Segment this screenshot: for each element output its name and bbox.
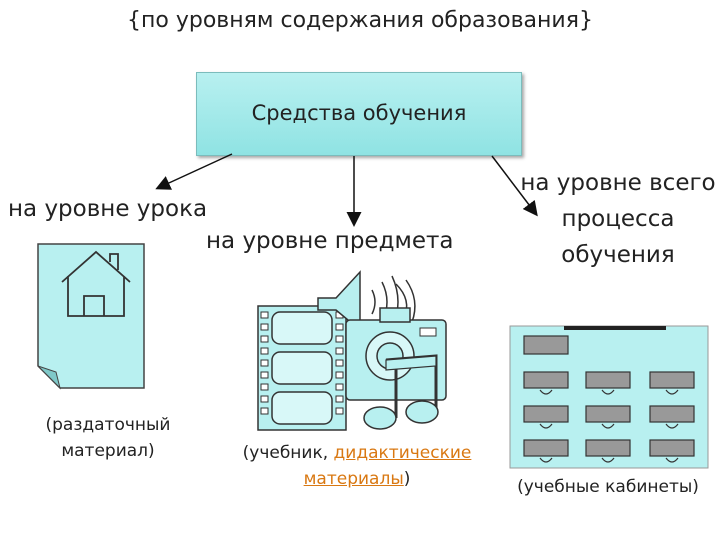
arrow-to-process — [491, 155, 538, 217]
page-title: {по уровням содержания образования} — [127, 8, 593, 33]
caption-classrooms: (учебные кабинеты) — [517, 477, 699, 497]
caption-textbook: (учебник, дидактические материалы) — [222, 440, 492, 492]
central-label: Средства обучения — [251, 101, 467, 125]
caption-textbook-suffix: ) — [403, 469, 411, 489]
level-lesson: на уровне урока — [8, 196, 208, 222]
film-strip-icon — [257, 305, 347, 431]
central-box: Средства обучения — [196, 72, 522, 156]
caption-handout: (раздаточный материал) — [45, 415, 171, 461]
arrow-to-lesson — [155, 153, 233, 190]
music-note-icon — [363, 354, 439, 430]
classroom-desks-icon — [509, 325, 709, 469]
didactic-materials-link[interactable]: дидактические материалы — [303, 443, 472, 489]
level-subject: на уровне предмета — [206, 228, 454, 254]
house-document-icon — [37, 243, 145, 390]
caption-textbook-prefix: (учебник, — [242, 443, 334, 463]
level-process: на уровне всего процесса обучения — [520, 170, 716, 268]
